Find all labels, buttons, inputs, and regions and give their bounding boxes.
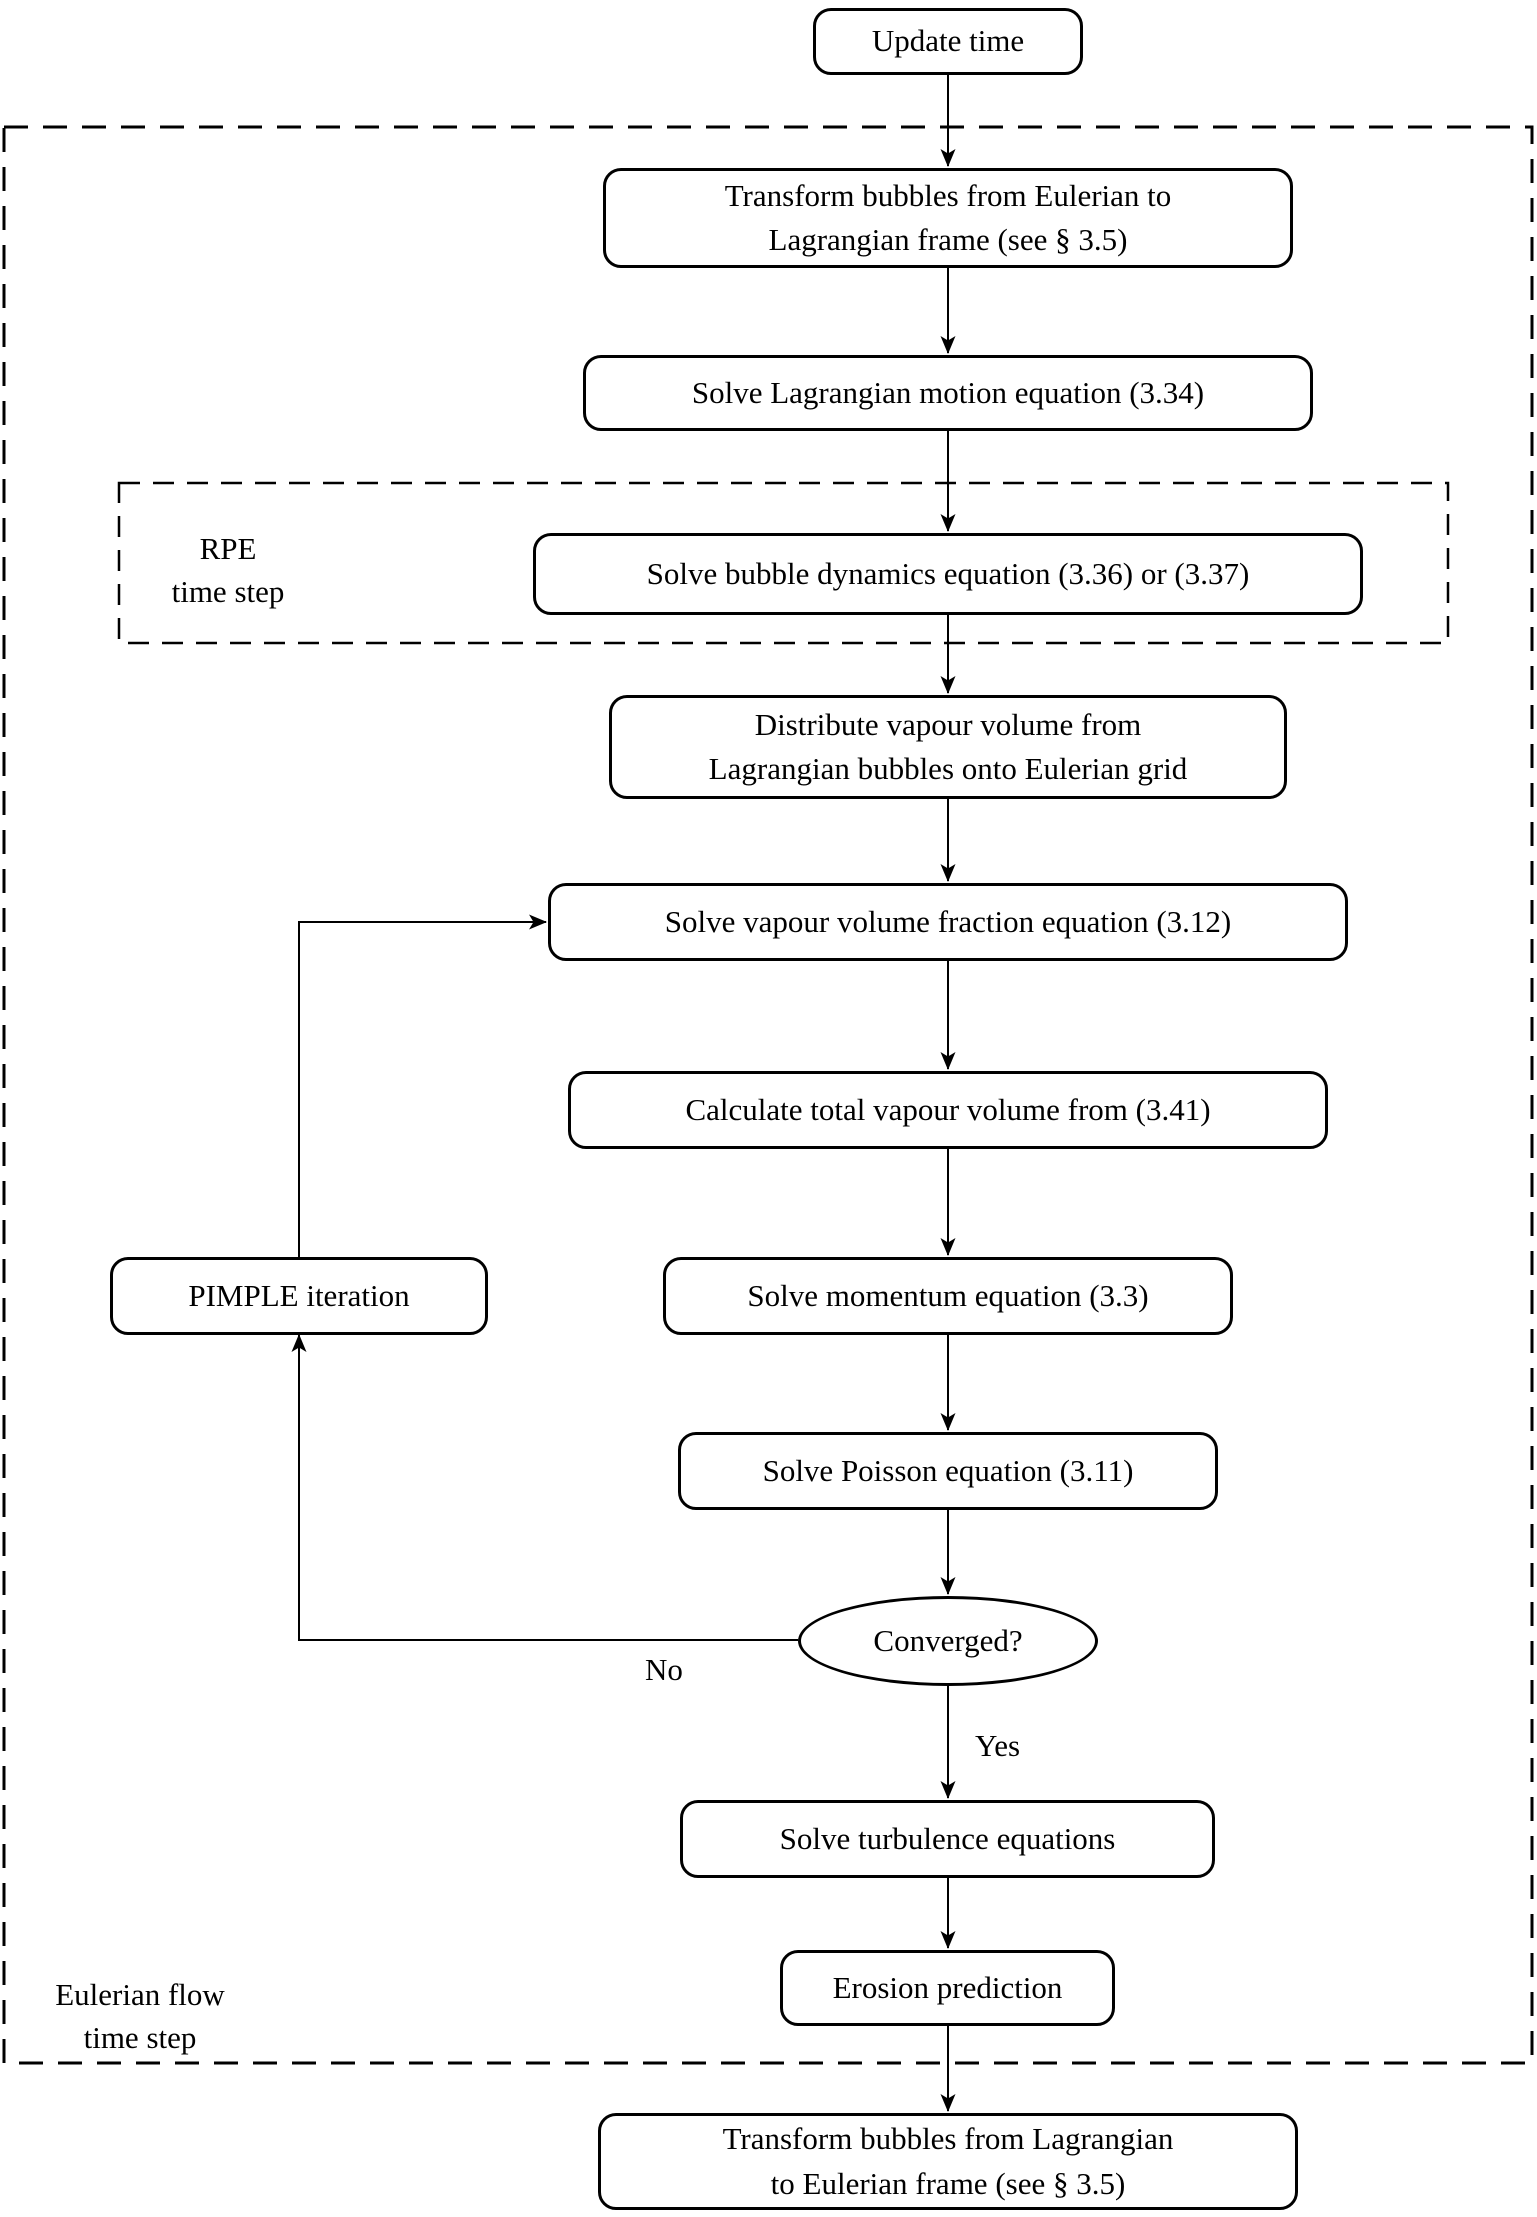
node-solve-lagrangian-motion: Solve Lagrangian motion equation (3.34) <box>583 355 1313 431</box>
node-distribute-vapour-volume: Distribute vapour volume from Lagrangian… <box>609 695 1287 799</box>
node-solve-vapour-volume-fraction: Solve vapour volume fraction equation (3… <box>548 883 1348 961</box>
rpe-timestep-label: RPE time step <box>171 531 285 609</box>
node-pimple-iteration: PIMPLE iteration <box>110 1257 488 1335</box>
arrow-converged-no-to-pimple <box>291 1334 798 1641</box>
node-update-time: Update time <box>813 8 1083 75</box>
node-transform-eulerian-to-lagrangian: Transform bubbles from Eulerian to Lagra… <box>603 168 1293 268</box>
rpe-timestep-group-border <box>117 481 1450 645</box>
node-erosion-prediction: Erosion prediction <box>780 1950 1115 2026</box>
node-solve-momentum: Solve momentum equation (3.3) <box>663 1257 1233 1335</box>
node-solve-bubble-dynamics: Solve bubble dynamics equation (3.36) or… <box>533 533 1363 615</box>
edge-label-no: No <box>645 1652 683 1687</box>
eulerian-flow-label: Eulerian flow time step <box>55 1977 225 2055</box>
node-solve-poisson: Solve Poisson equation (3.11) <box>678 1432 1218 1510</box>
edge-label-yes: Yes <box>975 1728 1021 1763</box>
node-transform-lagrangian-to-eulerian: Transform bubbles from Lagrangian to Eul… <box>598 2113 1298 2210</box>
node-solve-turbulence: Solve turbulence equations <box>680 1800 1215 1878</box>
arrow-pimple-to-vvf <box>298 914 547 1257</box>
node-calculate-total-vapour-volume: Calculate total vapour volume from (3.41… <box>568 1071 1328 1149</box>
eulerian-flow-group-border <box>2 125 1534 2065</box>
node-converged-decision: Converged? <box>798 1596 1098 1686</box>
